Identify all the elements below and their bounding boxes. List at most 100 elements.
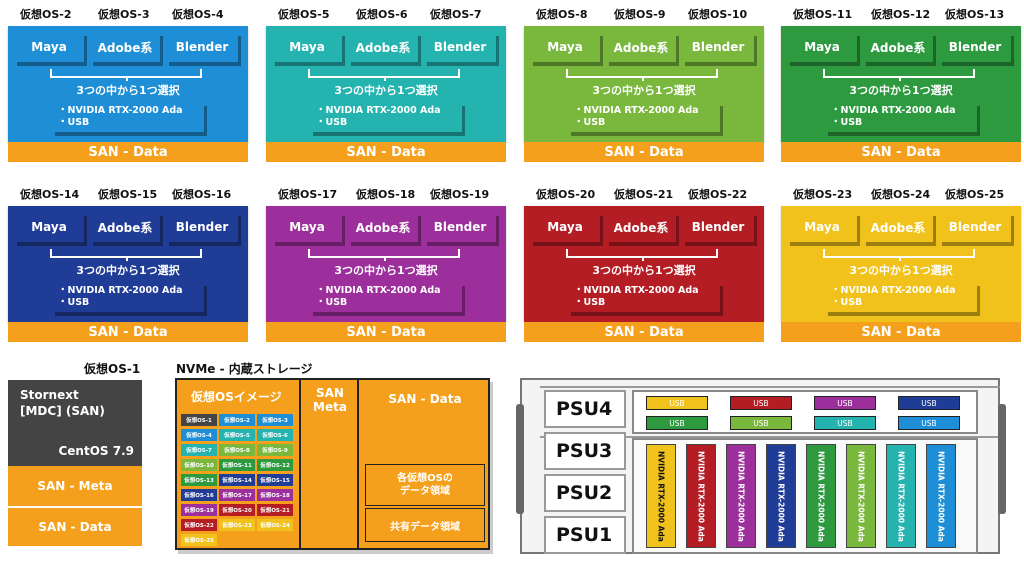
os1-san-data: SAN - Data: [8, 508, 142, 546]
choice-bracket: [566, 69, 718, 81]
usb-port: USB: [730, 416, 792, 430]
psu-module: PSU4: [544, 390, 626, 428]
san-data-bar: SAN - Data: [8, 322, 248, 342]
os-label: 仮想OS-20: [536, 188, 596, 201]
software-box: Maya: [787, 32, 857, 62]
software-box: Blender: [939, 32, 1011, 62]
choice-bracket: [50, 249, 202, 261]
software-box: Maya: [14, 32, 84, 62]
gpu-card: NVIDIA RTX-2000 Ada: [846, 444, 876, 548]
nvme-san-meta: SAN Meta: [313, 386, 347, 414]
usb-port: USB: [814, 416, 876, 430]
hardware-item: ・NVIDIA RTX-2000 Ada: [831, 285, 956, 296]
hardware-item: ・NVIDIA RTX-2000 Ada: [316, 285, 441, 296]
os-label-row: 仮想OS-23 仮想OS-24 仮想OS-25: [793, 186, 1023, 202]
os-label: 仮想OS-2: [20, 8, 72, 21]
choose-one-label: 3つの中から1つ選択: [592, 264, 696, 277]
software-box: Blender: [424, 32, 496, 62]
os-label: 仮想OS-13: [945, 8, 1005, 21]
os-label: 仮想OS-21: [614, 188, 674, 201]
san-data-bar: SAN - Data: [8, 142, 248, 162]
choice-bracket: [823, 249, 975, 261]
choose-one-label: 3つの中から1つ選択: [849, 84, 953, 97]
os-image-tile: 仮想OS-2: [219, 414, 255, 426]
os-label: 仮想OS-22: [688, 188, 748, 201]
gpu-label: NVIDIA RTX-2000 Ada: [696, 450, 706, 542]
software-box: Adobe系: [90, 32, 160, 62]
choice-bracket: [566, 249, 718, 261]
san-data-bar: SAN - Data: [266, 142, 506, 162]
os-label-row: 仮想OS-5 仮想OS-6 仮想OS-7: [278, 6, 508, 22]
os-label: 仮想OS-4: [172, 8, 224, 21]
hardware-item: ・NVIDIA RTX-2000 Ada: [574, 285, 699, 296]
gpu-card: NVIDIA RTX-2000 Ada: [926, 444, 956, 548]
os-label: 仮想OS-17: [278, 188, 338, 201]
os-label: 仮想OS-7: [430, 8, 482, 21]
per-os-data-area: 各仮想OSの データ領域: [365, 464, 485, 506]
hardware-item: ・NVIDIA RTX-2000 Ada: [574, 105, 699, 116]
choice-bracket: [50, 69, 202, 81]
os-label: 仮想OS-19: [430, 188, 490, 201]
os-image-tile: 仮想OS-14: [219, 474, 255, 486]
psu-module: PSU2: [544, 474, 626, 512]
san-data-bar: SAN - Data: [524, 322, 764, 342]
software-box: Maya: [530, 212, 600, 242]
os1-stornext-panel: Stornext [MDC] (SAN) CentOS 7.9: [8, 380, 142, 466]
os-image-tile: 仮想OS-21: [257, 504, 293, 516]
gpu-label: NVIDIA RTX-2000 Ada: [776, 450, 786, 542]
os-label: 仮想OS-23: [793, 188, 853, 201]
nvme-san-data: SAN - Data: [388, 392, 462, 406]
usb-port: USB: [898, 396, 960, 410]
software-box: Blender: [682, 32, 754, 62]
os-label: 仮想OS-8: [536, 8, 588, 21]
os-label: 仮想OS-24: [871, 188, 931, 201]
os-image-tile: 仮想OS-18: [257, 489, 293, 501]
gpu-card: NVIDIA RTX-2000 Ada: [726, 444, 756, 548]
hardware-box: ・NVIDIA RTX-2000 Ada・USB: [825, 102, 977, 132]
psu-module: PSU3: [544, 432, 626, 470]
hardware-item: ・USB: [831, 297, 863, 308]
software-box: Blender: [939, 212, 1011, 242]
choice-bracket: [823, 69, 975, 81]
software-box: Maya: [787, 212, 857, 242]
gpu-label: NVIDIA RTX-2000 Ada: [736, 450, 746, 542]
software-box: Maya: [530, 32, 600, 62]
os1-title: 仮想OS-1: [84, 362, 141, 376]
hardware-box: ・NVIDIA RTX-2000 Ada・USB: [310, 102, 462, 132]
os1-san-meta: SAN - Meta: [8, 466, 142, 506]
os-image-tile: 仮想OS-25: [181, 534, 217, 546]
os-image-tile: 仮想OS-20: [219, 504, 255, 516]
software-box: Maya: [272, 32, 342, 62]
software-box: Adobe系: [863, 212, 933, 242]
usb-port: USB: [646, 416, 708, 430]
software-box: Adobe系: [606, 212, 676, 242]
os-image-tile: 仮想OS-17: [219, 489, 255, 501]
nvme-image-title: 仮想OSイメージ: [191, 390, 282, 404]
gpu-label: NVIDIA RTX-2000 Ada: [936, 450, 946, 542]
choice-bracket: [308, 69, 460, 81]
os-label: 仮想OS-6: [356, 8, 408, 21]
os-label: 仮想OS-25: [945, 188, 1005, 201]
os-image-tile: 仮想OS-3: [257, 414, 293, 426]
gpu-label: NVIDIA RTX-2000 Ada: [816, 450, 826, 542]
choice-bracket: [308, 249, 460, 261]
software-box: Blender: [424, 212, 496, 242]
software-box: Maya: [272, 212, 342, 242]
os-image-tile: 仮想OS-23: [219, 519, 255, 531]
software-box: Adobe系: [90, 212, 160, 242]
os-label: 仮想OS-11: [793, 8, 853, 21]
hardware-box: ・NVIDIA RTX-2000 Ada・USB: [568, 102, 720, 132]
os-label: 仮想OS-5: [278, 8, 330, 21]
